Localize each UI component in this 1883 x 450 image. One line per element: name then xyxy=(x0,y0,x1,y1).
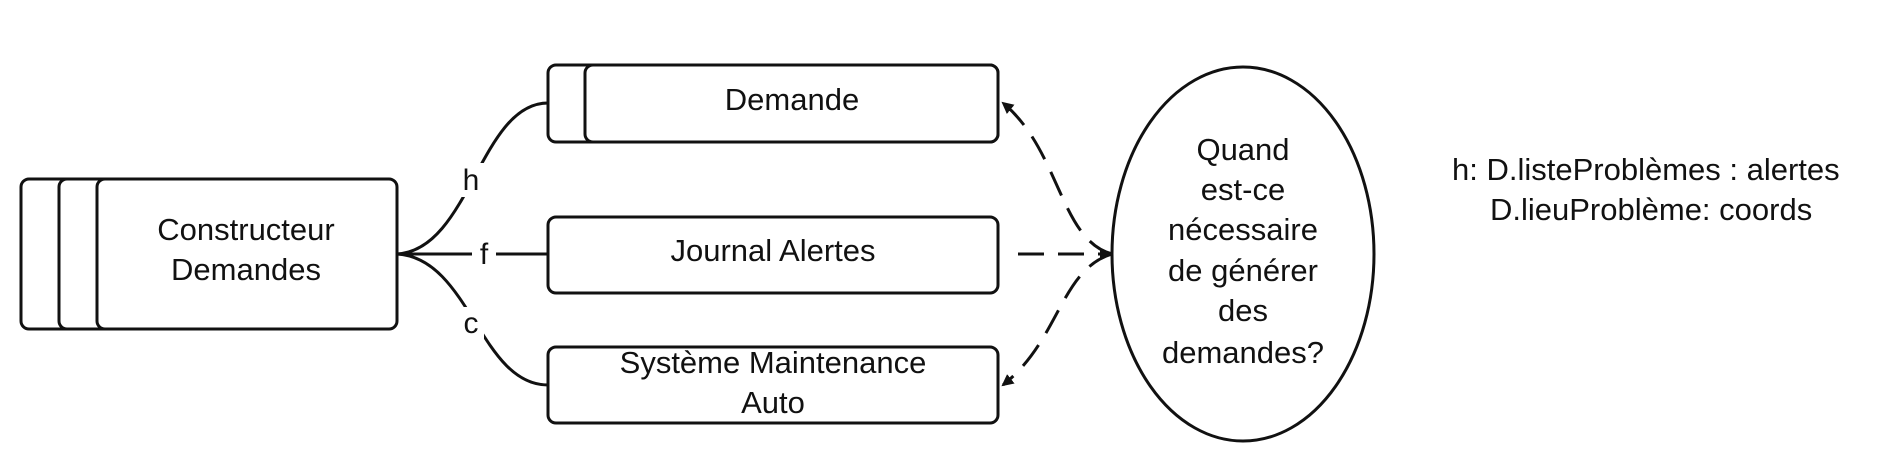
dashed-arrow-to-maintenance xyxy=(1001,252,1113,387)
maintenance-label-line1: Système Maintenance xyxy=(620,345,927,380)
dashed-arrow-to-request xyxy=(1001,101,1113,256)
builder-node: Constructeur Demandes xyxy=(19,177,399,331)
question-line-3: nécessaire xyxy=(1168,212,1318,247)
question-line-1: Quand xyxy=(1196,132,1289,167)
edge-c-label: c xyxy=(464,307,479,340)
annotation-note: h: D.listeProblèmes : alertes D.lieuProb… xyxy=(1452,150,1840,230)
builder-label-line2: Demandes xyxy=(171,252,321,287)
question-node: Quand est-ce nécessaire de générer des d… xyxy=(1110,65,1376,443)
maintenance-label-line2: Auto xyxy=(741,385,805,420)
request-label: Demande xyxy=(725,82,859,117)
note-line-1: h: D.listeProblèmes : alertes xyxy=(1452,152,1840,187)
builder-label-line1: Constructeur xyxy=(157,212,334,247)
note-line-2: D.lieuProblème: coords xyxy=(1490,192,1813,227)
alert-log-label: Journal Alertes xyxy=(670,233,875,268)
question-line-2: est-ce xyxy=(1201,172,1285,207)
edge-f-label: f xyxy=(480,238,489,271)
question-line-6: demandes? xyxy=(1162,335,1324,370)
maintenance-node: Système Maintenance Auto xyxy=(546,345,1000,425)
alert-log-node: Journal Alertes xyxy=(546,215,1000,295)
question-line-4: de générer xyxy=(1168,253,1318,288)
edge-h-label: h xyxy=(463,164,480,197)
question-line-5: des xyxy=(1218,293,1268,328)
request-node: Demande xyxy=(546,63,1000,144)
